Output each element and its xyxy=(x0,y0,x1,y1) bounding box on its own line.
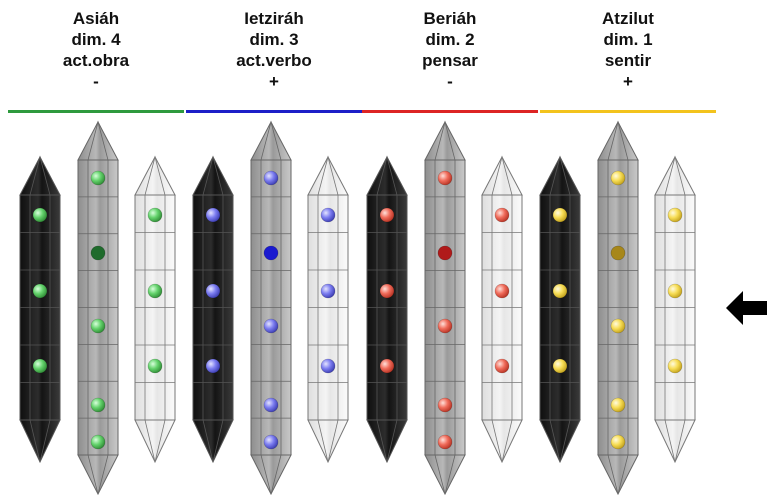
orb-yellow xyxy=(553,284,567,298)
crystal-pillar-black-blue xyxy=(193,157,233,462)
orb-green xyxy=(148,359,162,373)
orb-red xyxy=(438,435,452,449)
orb-green xyxy=(33,208,47,222)
orb-red xyxy=(380,359,394,373)
orb-red xyxy=(438,319,452,333)
crystal-pillar-white-yellow xyxy=(655,157,695,462)
orb-green xyxy=(33,284,47,298)
orb-red xyxy=(495,208,509,222)
crystal-pillar-white-green xyxy=(135,157,175,462)
orb-yellow xyxy=(553,208,567,222)
crystal-pillar-white-red xyxy=(482,157,522,462)
orb-yellow xyxy=(611,398,625,412)
orb-green xyxy=(91,171,105,185)
crystal-pillar-black-yellow xyxy=(540,157,580,462)
orb-center-yellow xyxy=(611,246,625,260)
orb-yellow xyxy=(611,435,625,449)
crystal-pillar-white-blue xyxy=(308,157,348,462)
orb-blue xyxy=(264,171,278,185)
orb-red xyxy=(380,208,394,222)
crystal-pillar-gray-green xyxy=(78,122,118,494)
orb-blue xyxy=(264,398,278,412)
orb-red xyxy=(495,359,509,373)
orb-yellow xyxy=(668,208,682,222)
orb-red xyxy=(438,171,452,185)
orb-green xyxy=(91,398,105,412)
crystal-pillar-gray-blue xyxy=(251,122,291,494)
orb-center-green xyxy=(91,246,105,260)
orb-blue xyxy=(206,284,220,298)
orb-green xyxy=(148,208,162,222)
orb-blue xyxy=(321,359,335,373)
orb-yellow xyxy=(611,319,625,333)
orb-red xyxy=(495,284,509,298)
orb-red xyxy=(438,398,452,412)
orb-yellow xyxy=(553,359,567,373)
crystal-pillar-gray-red xyxy=(425,122,465,494)
orb-yellow xyxy=(668,284,682,298)
orb-blue xyxy=(264,435,278,449)
orb-yellow xyxy=(611,171,625,185)
orb-center-red xyxy=(438,246,452,260)
crystal-pillar-black-green xyxy=(20,157,60,462)
orb-blue xyxy=(321,284,335,298)
crystal-pillar-gray-yellow xyxy=(598,122,638,494)
orb-center-blue xyxy=(264,246,278,260)
orb-blue xyxy=(264,319,278,333)
orb-blue xyxy=(321,208,335,222)
orb-green xyxy=(91,319,105,333)
orb-green xyxy=(33,359,47,373)
crystal-pillar-black-red xyxy=(367,157,407,462)
orb-red xyxy=(380,284,394,298)
orb-blue xyxy=(206,359,220,373)
arrow-left-icon xyxy=(726,291,767,325)
orb-yellow xyxy=(668,359,682,373)
orb-green xyxy=(91,435,105,449)
orb-green xyxy=(148,284,162,298)
orb-blue xyxy=(206,208,220,222)
